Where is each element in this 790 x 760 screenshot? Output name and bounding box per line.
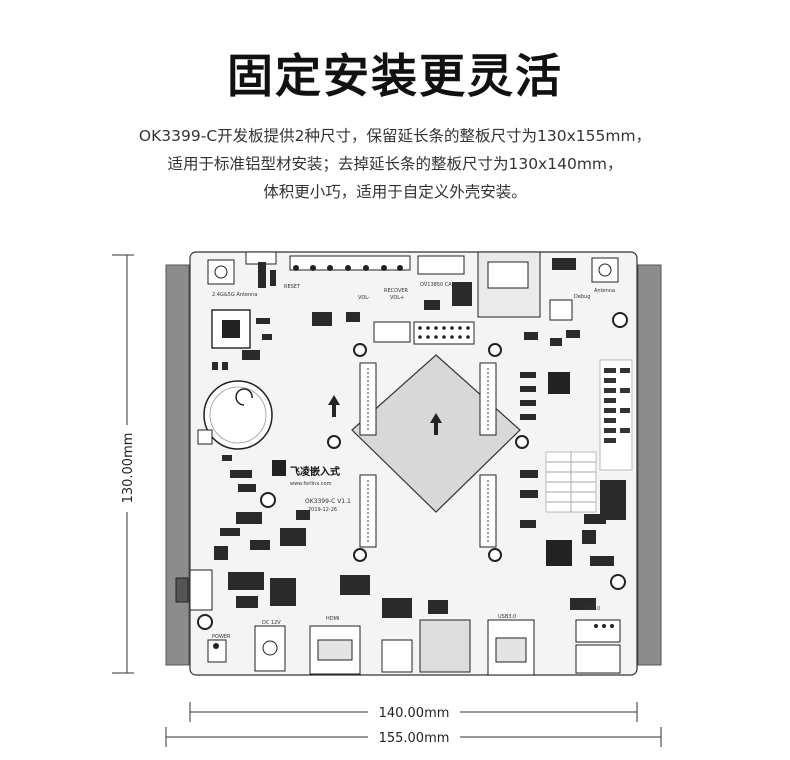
description-line-2: 适用于标准铝型材安装；去掉延长条的整板尺寸为130x140mm， [167, 155, 623, 173]
vol-plus-label: VOL+ [390, 295, 404, 301]
antenna-connector-left [207, 259, 235, 285]
outer-width-label: 155.00mm [379, 731, 450, 746]
height-dimension [112, 254, 134, 674]
left-rail [165, 264, 190, 666]
debug-label: Debug [574, 294, 590, 300]
mounting-holes [197, 312, 628, 630]
wifi-module [211, 309, 251, 349]
small-header [373, 321, 411, 343]
inner-width-dimension [189, 702, 638, 722]
logo-url: www.forlinx.com [290, 481, 332, 487]
board-date: 2019-12-26 [308, 507, 337, 513]
recover-label: RECOVER [384, 288, 409, 294]
power-label: POWER [212, 634, 231, 640]
bottom-button-dots [213, 624, 614, 649]
board-model: OK3399-C V1.1 [305, 498, 351, 505]
description-line-3: 体积更小巧，适用于自定义外壳安装。 [263, 183, 527, 201]
board-logo: 飞凌嵌入式 www.forlinx.com OK3399-C V1.1 2019… [272, 460, 351, 513]
smd-components [212, 258, 626, 618]
usb3-label: USB3.0 [498, 614, 516, 620]
top-button-dots [293, 265, 403, 271]
dc-label: DC 12V [262, 620, 281, 626]
core-module [328, 354, 521, 548]
gpio-header [413, 321, 475, 345]
logo-text: 飞凌嵌入式 [290, 465, 340, 478]
height-label: 130.00mm [121, 433, 136, 504]
top-connectors [245, 251, 541, 318]
resistor-array-right [604, 368, 630, 443]
page-title: 固定安装更灵活 [227, 49, 563, 103]
inner-width-label: 140.00mm [379, 706, 450, 721]
antenna-label-left: 2.4G&5G Antenna [212, 292, 257, 298]
bottom-connectors [175, 569, 621, 676]
description-line-1: OK3399-C开发板提供2种尺寸，保留延长条的整板尺寸为130x155mm， [138, 127, 652, 145]
usb2-label: USB2.0 [582, 606, 600, 612]
gpio-table-lines [546, 452, 596, 512]
reset-label: RESET [284, 284, 301, 290]
hdmi-label: HDMI [326, 616, 339, 622]
antenna-label-right: Antenna [594, 288, 615, 294]
rtc-battery [197, 380, 273, 450]
vol-minus-label: VOL- [358, 295, 370, 301]
description: OK3399-C开发板提供2种尺寸，保留延长条的整板尺寸为130x155mm， … [0, 122, 790, 206]
antenna-connector-right [591, 257, 619, 283]
right-rail [637, 264, 662, 666]
camera-label: OV13850 CAM0 [420, 282, 459, 288]
outer-width-dimension [165, 727, 662, 747]
